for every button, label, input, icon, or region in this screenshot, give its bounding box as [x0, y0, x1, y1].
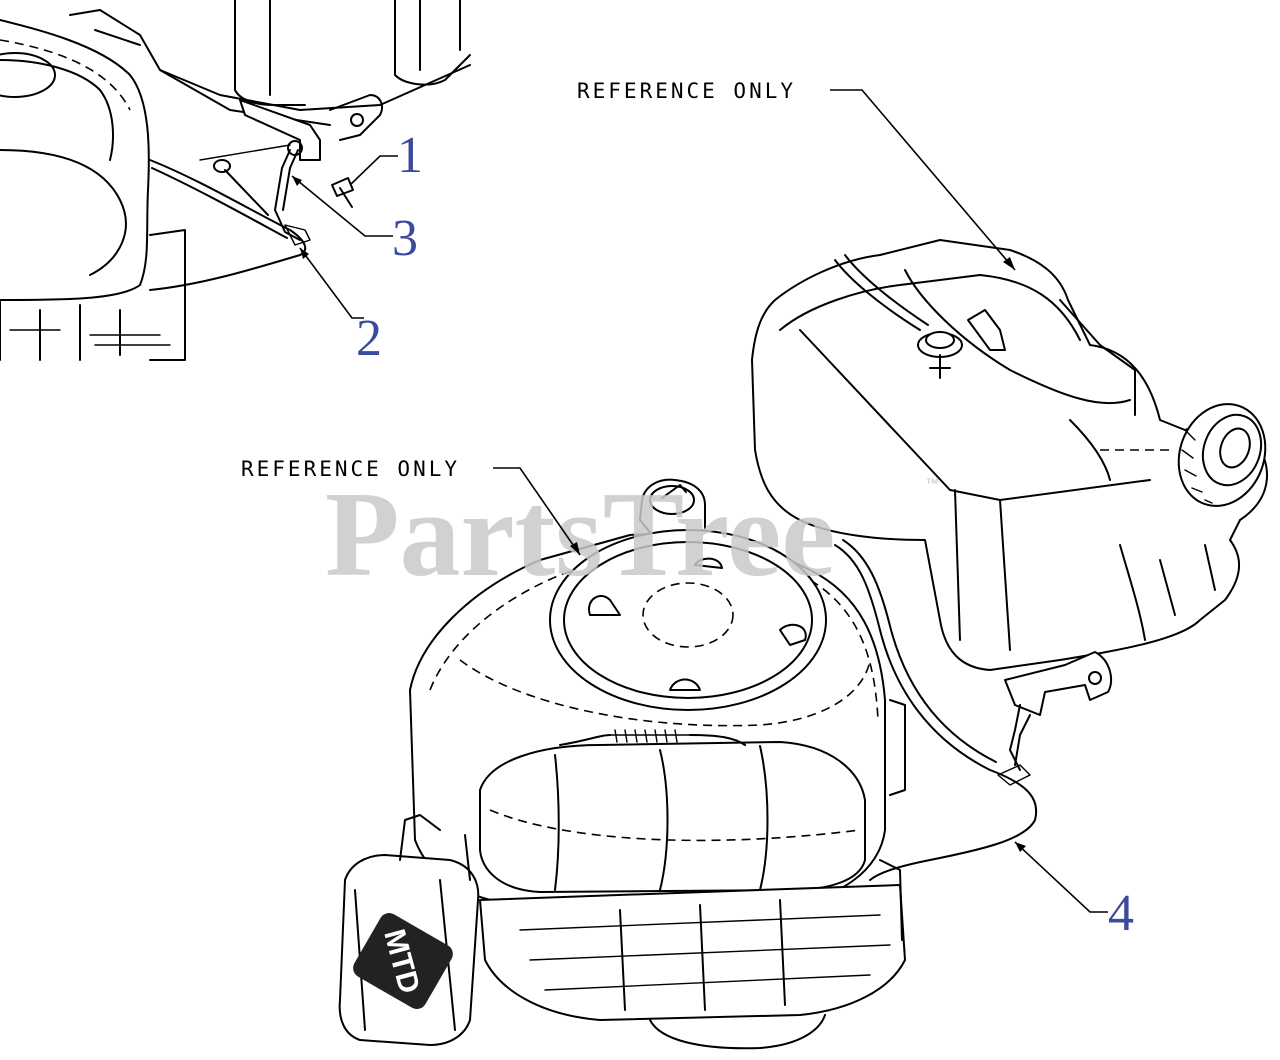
callout-1-label: 1	[397, 127, 423, 184]
fuel-cap	[1177, 403, 1267, 507]
watermark: PartsTree ™	[325, 467, 939, 602]
callout-2-label: 2	[356, 310, 382, 367]
reference-note-tank-text: REFERENCE ONLY	[577, 79, 796, 103]
reference-note-engine-text: REFERENCE ONLY	[241, 457, 460, 481]
callout-3: 3	[291, 175, 418, 267]
reference-note-tank: REFERENCE ONLY	[577, 79, 1016, 271]
engine-badge: MTD	[353, 912, 453, 1010]
callout-4: 4	[1014, 841, 1134, 942]
watermark-text: PartsTree	[325, 467, 835, 602]
detail-view-bracket	[0, 0, 471, 361]
throttle-cable	[834, 539, 1038, 881]
watermark-trademark: ™	[925, 475, 939, 491]
callout-1: 1	[349, 127, 423, 186]
callout-3-label: 3	[392, 210, 418, 267]
engine: MTD	[338, 478, 906, 1050]
callout-4-label: 4	[1108, 885, 1134, 942]
callout-2: 2	[299, 247, 382, 367]
reference-note-engine: REFERENCE ONLY	[241, 457, 581, 556]
fuel-tank	[751, 239, 1268, 771]
